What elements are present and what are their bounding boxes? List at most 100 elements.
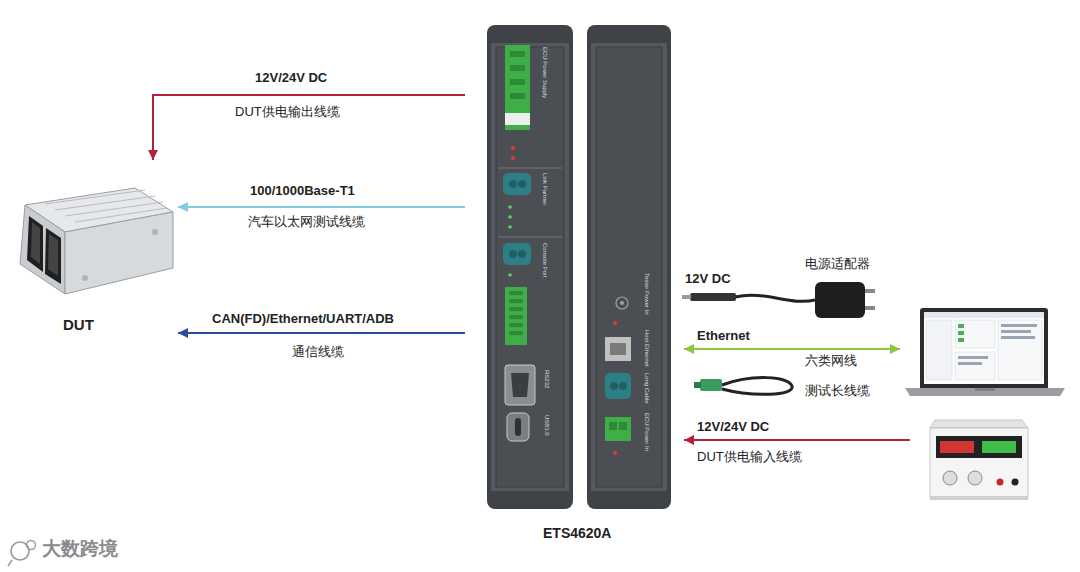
connector [153, 95, 465, 160]
cable-label: 电源适配器 [805, 256, 870, 272]
cable-label: 六类网线 [805, 353, 857, 369]
front-panel-part [510, 65, 525, 71]
front-panel-part [507, 413, 529, 441]
cable-label: DUT供电输出线缆 [235, 104, 340, 120]
bench-power-supply-part [930, 496, 1028, 500]
front-panel-part [510, 79, 525, 85]
front-panel-part [510, 51, 525, 57]
front-panel-part [508, 215, 512, 219]
cable-label: 汽车以太网测试线缆 [248, 214, 365, 230]
bench-power-supply-part [982, 441, 1016, 453]
ecu-housing-part [31, 222, 40, 264]
laptop-part [1001, 330, 1031, 333]
laptop-part [958, 324, 964, 328]
port-label: Long Cable [644, 373, 650, 404]
laptop-part [958, 338, 964, 342]
laptop [905, 308, 1065, 396]
laptop-part [920, 308, 1048, 390]
cable-label: 通信线缆 [292, 344, 344, 360]
power-adapter-part [815, 282, 865, 318]
port-label: Link Partner [542, 173, 548, 205]
port-label: ECU Power Supply [542, 47, 548, 98]
bench-power-supply-part [968, 471, 982, 485]
cable-label: 12V DC [685, 271, 731, 287]
power-input-arrow [684, 439, 910, 441]
power-adapter-part [690, 293, 736, 301]
rear-panel-part [609, 422, 617, 430]
laptop-part [958, 356, 988, 359]
front-panel-part [503, 173, 531, 195]
laptop-part [926, 320, 952, 380]
port-label: RS232 [544, 370, 550, 388]
node-label: DUT [63, 316, 94, 334]
bench-power-supply-part [943, 471, 957, 485]
ecu-housing-part [152, 229, 158, 235]
bench-power-supply-part [997, 479, 1004, 486]
watermark-logo-part [8, 560, 12, 566]
long-test-cable-part [694, 382, 701, 388]
front-panel [487, 25, 573, 509]
front-panel-part [508, 225, 512, 229]
front-panel-part [505, 45, 530, 130]
front-panel-part [498, 237, 562, 238]
front-panel-part [509, 331, 523, 335]
ecu-housing [20, 188, 173, 294]
cable-label: 测试长线缆 [805, 383, 870, 399]
front-panel-part [505, 287, 527, 345]
rear-panel-part [591, 43, 667, 491]
bench-power-supply-part [936, 436, 1022, 458]
ecu-housing-part [82, 275, 88, 281]
power-adapter [682, 282, 875, 318]
power-adapter-part [682, 295, 691, 299]
laptop-part [998, 320, 1042, 380]
laptop-part [1001, 324, 1037, 327]
rear-panel-part [620, 301, 624, 305]
rear-panel-part [596, 47, 662, 487]
bench-power-supply-part [930, 420, 1028, 428]
long-test-cable-part [722, 378, 792, 395]
long-test-cable-part [700, 379, 722, 391]
rear-panel-part [605, 337, 631, 361]
ecu-housing-part [45, 190, 167, 222]
watermark-logo [8, 541, 36, 567]
edge-label: CAN(FD)/Ethernet/UART/ADB [212, 311, 394, 327]
laptop-part [905, 388, 1065, 396]
bench-power-supply-part [1012, 479, 1019, 486]
rear-panel-part [613, 321, 617, 325]
cable-label: DUT供电输入线缆 [697, 449, 802, 465]
front-panel-part [509, 307, 523, 311]
front-panel-part [508, 273, 512, 277]
ecu-housing-part [27, 216, 43, 272]
device-illustration [465, 25, 690, 519]
edge-label: 100/1000Base-T1 [250, 183, 355, 199]
front-panel-part [511, 373, 529, 397]
front-panel-part [508, 205, 512, 209]
cable-label: Ethernet [697, 328, 750, 344]
front-panel-part [505, 365, 535, 405]
front-panel-part [511, 146, 515, 150]
rear-panel-part [613, 451, 617, 455]
watermark: 大数跨境 [42, 538, 118, 561]
ecu-illustration [5, 160, 178, 314]
rear-panel-part [605, 373, 631, 399]
front-panel-part [509, 315, 523, 319]
node-label: ETS4620A [543, 525, 611, 542]
laptop-part [1001, 336, 1035, 339]
rear-panel-part [619, 382, 627, 390]
laptop-part [955, 352, 995, 380]
watermark-logo-part [27, 541, 36, 550]
front-panel-part [498, 168, 562, 169]
front-panel-part [487, 25, 573, 509]
front-panel-part [518, 250, 526, 258]
port-label: Console Port [542, 243, 548, 278]
dut-node: DUT [5, 160, 178, 340]
bench-power-supply-part [940, 441, 974, 453]
power-adapter-part [865, 289, 875, 293]
laptop-part [955, 320, 995, 348]
front-panel-part [518, 180, 526, 188]
front-panel-part [510, 93, 525, 99]
front-panel-part [509, 180, 517, 188]
ecu-housing-part [65, 212, 173, 294]
laptop-part [924, 312, 1044, 384]
